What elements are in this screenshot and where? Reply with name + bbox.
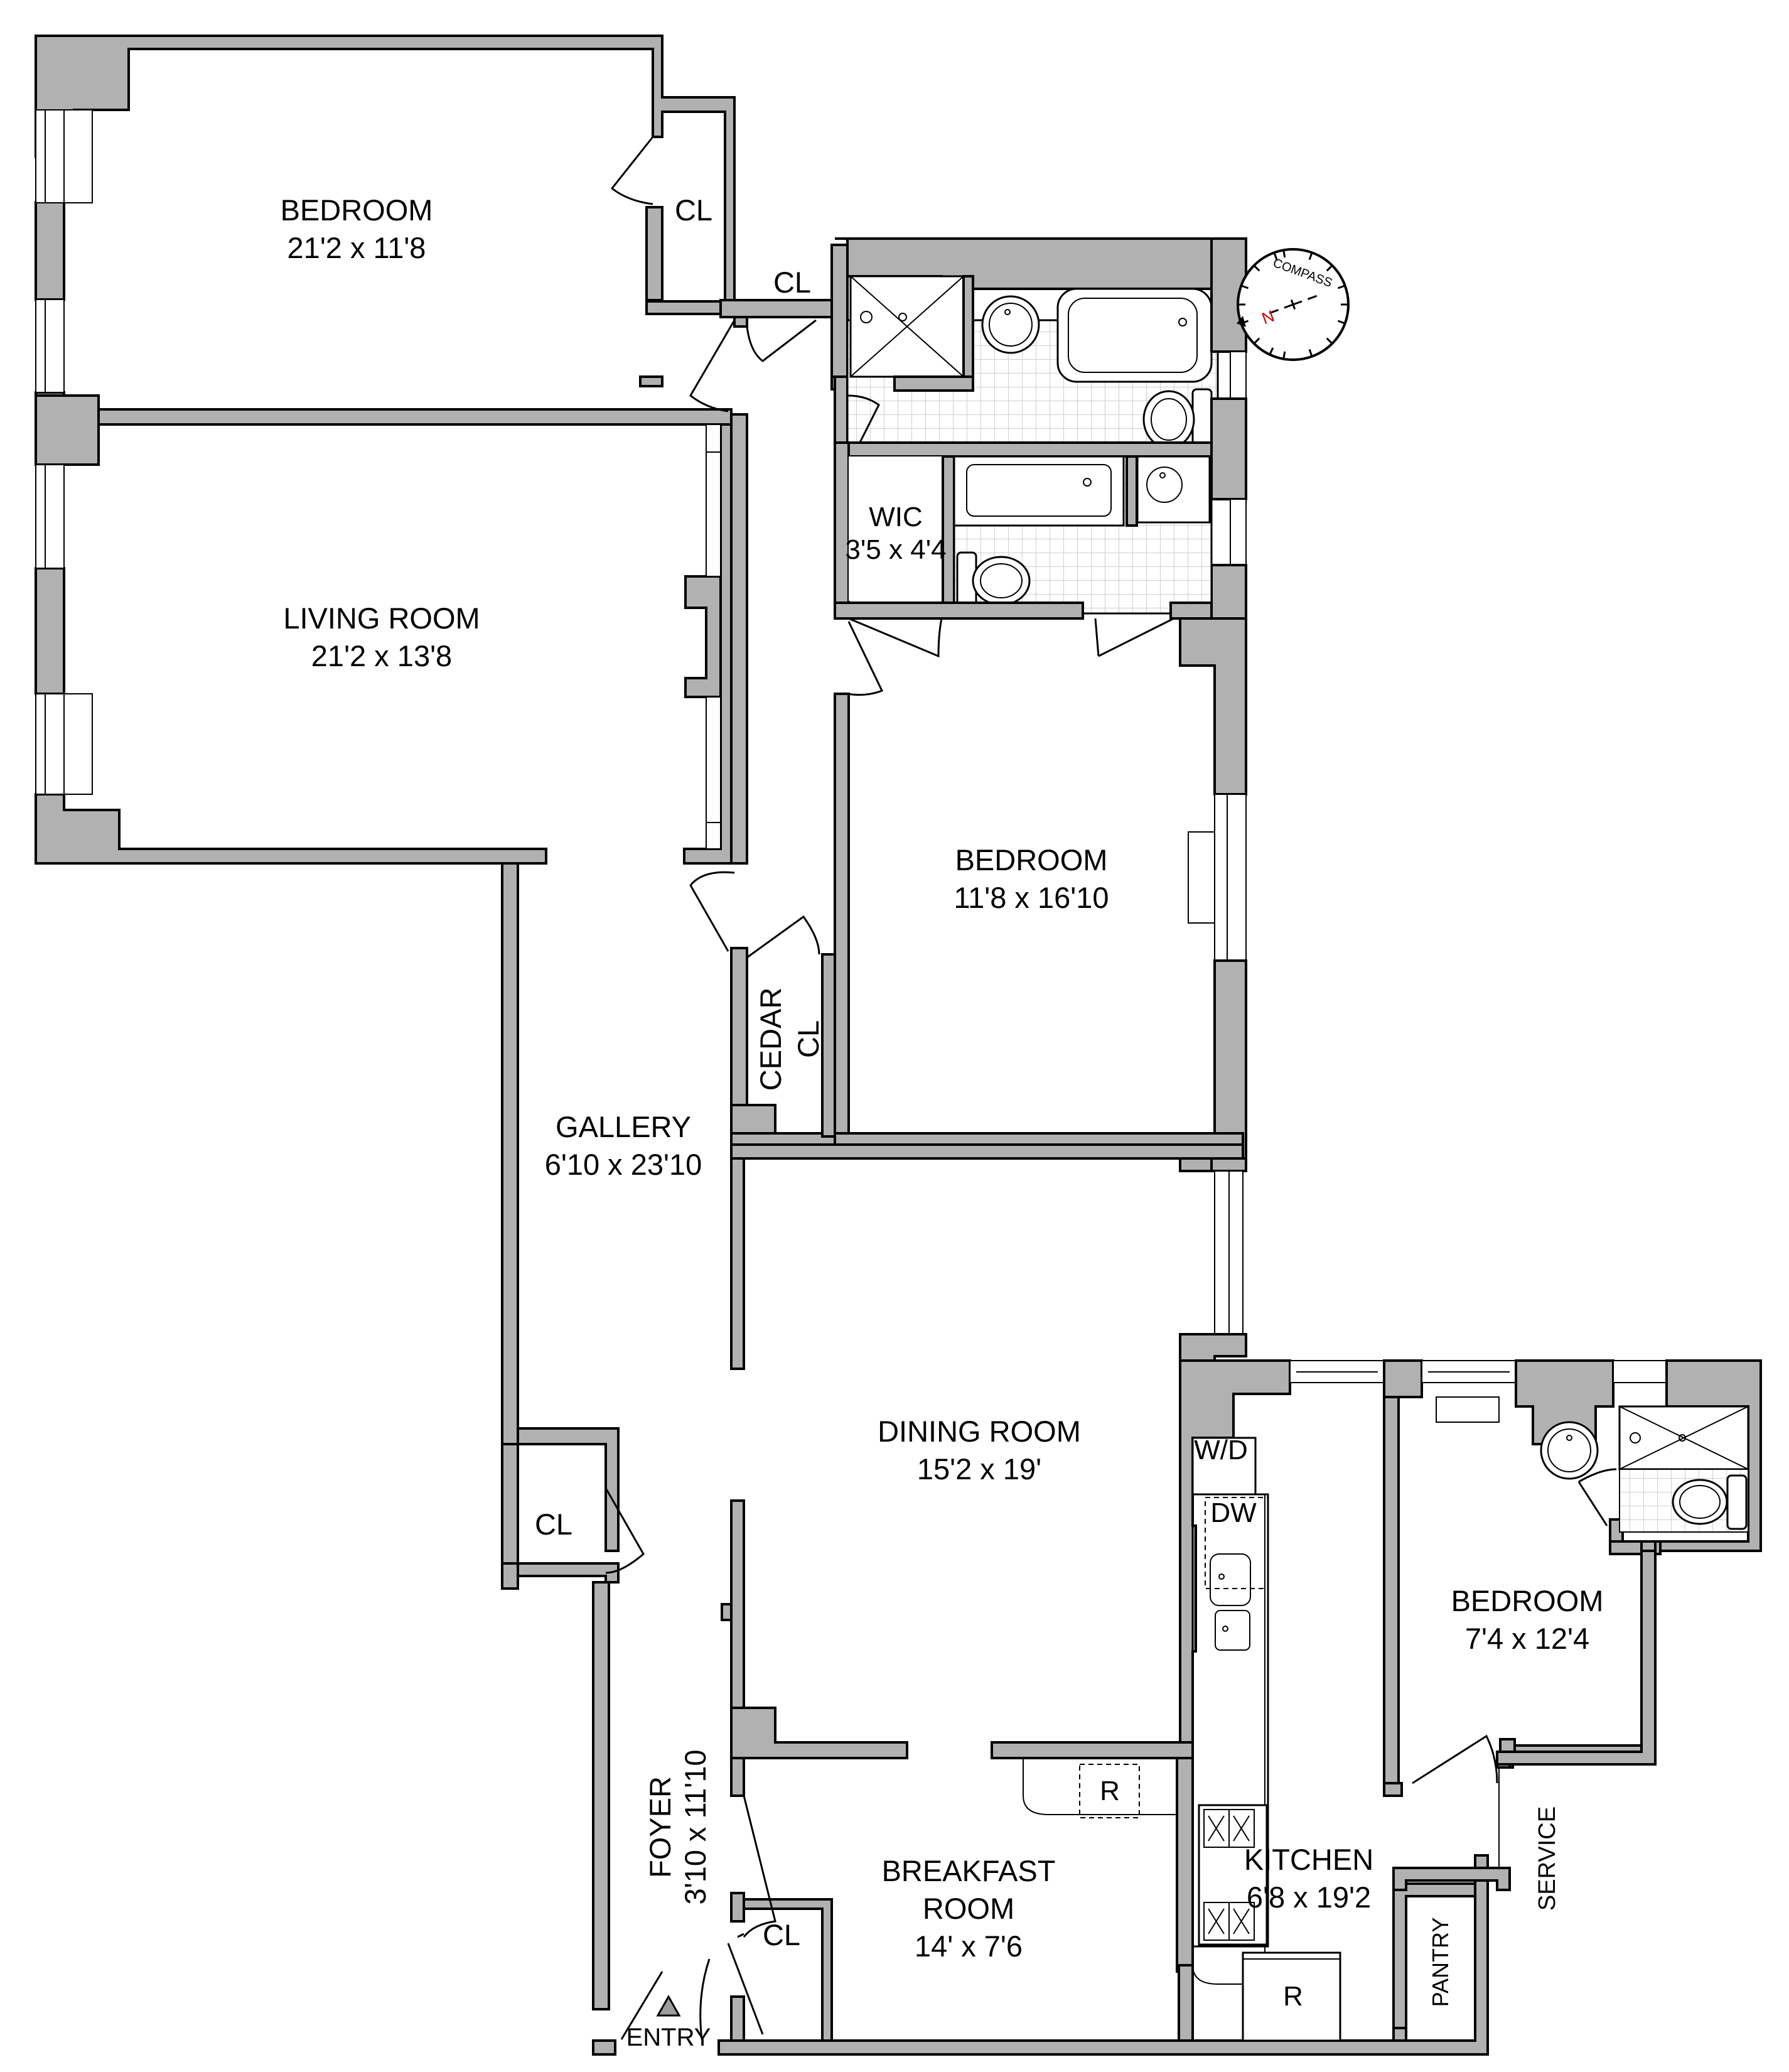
room-label-bedroom-3: BEDROOM 7'4 x 12'4: [1451, 1582, 1604, 1658]
closet-label-gallery: CL: [534, 1508, 573, 1541]
sink-icon: [1540, 1421, 1599, 1480]
room-label-bedroom-2: BEDROOM 11'8 x 16'10: [954, 841, 1109, 917]
service-door: [1496, 1754, 1511, 1868]
dining-north-wall: [730, 1143, 1244, 1160]
lower-bath: [834, 441, 1213, 696]
living-room-door: [689, 871, 735, 952]
room-name: BEDROOM: [280, 193, 433, 227]
living-room-windows: [35, 424, 721, 850]
room-label-bedroom-1: BEDROOM 21'2 x 11'8: [281, 192, 433, 267]
upper-bath: [834, 275, 1219, 465]
stove-icon: [1198, 1804, 1268, 1946]
dining-east-wall: [1179, 1157, 1247, 1392]
bathtub-icon: [953, 455, 1125, 527]
spine-left-wall: [730, 413, 748, 865]
room-name: BEDROOM: [1451, 1584, 1604, 1617]
room-name: FOYER: [643, 1776, 677, 1878]
room-label-kitchen: KITCHEN 6'8 x 19'2: [1244, 1841, 1373, 1916]
toilet-icon: [1672, 1474, 1748, 1530]
bedroom-1-windows: [35, 109, 93, 393]
room-size: 3'5 x 4'4: [845, 534, 947, 565]
fixture-label-refrigerator-2: R: [1283, 1981, 1303, 2012]
room-size: 6'8 x 19'2: [1246, 1880, 1372, 1914]
fixture-label-washer-dryer: W/D: [1194, 1435, 1248, 1465]
room-size: 15'2 x 19': [916, 1452, 1042, 1486]
entry-arrow-icon: [656, 1994, 681, 2017]
room-size: 6'10 x 23'10: [544, 1148, 702, 1181]
closet-label-cedar: CEDAR CL: [754, 987, 825, 1091]
bedroom-2-walls: [834, 617, 1247, 1172]
room-name: WIC: [869, 502, 923, 532]
dining-south-wall: [730, 1707, 908, 1797]
gallery-dining-wall-upper: [730, 1154, 745, 1370]
room-label-dining-room: DINING ROOM 15'2 x 19': [878, 1413, 1081, 1488]
closet-label-pantry: PANTRY: [1427, 1917, 1453, 2007]
room-label-gallery: GALLERY 6'10 x 23'10: [545, 1108, 702, 1184]
closet-label-bedroom-1: CL: [674, 193, 713, 227]
room-size: 11'8 x 16'10: [954, 881, 1109, 914]
refrigerator-icon: [1242, 1951, 1341, 2042]
room-name: BREAKFAST: [881, 1854, 1056, 1887]
room-size: 7'4 x 12'4: [1464, 1622, 1590, 1655]
room-name: DINING ROOM: [878, 1415, 1081, 1448]
room-name: GALLERY: [556, 1110, 691, 1143]
closet-label-hall: CL: [773, 266, 812, 299]
room-name: BEDROOM: [955, 843, 1108, 877]
room-size: 21'2 x 13'8: [311, 639, 453, 672]
kitchen-sink-icon: [1210, 1553, 1251, 1651]
sink-icon: [1136, 455, 1211, 524]
label-entry: ENTRY: [626, 2024, 711, 2051]
room-name: KITCHEN: [1244, 1843, 1374, 1876]
bedroom-living-wall: [35, 408, 733, 458]
pantry: [1392, 1867, 1511, 2042]
bedroom-1-closet-door: [610, 136, 654, 205]
bedroom-3: [1383, 1359, 1762, 1797]
fixture-label-refrigerator-1: R: [1100, 1776, 1120, 1806]
room-name: LIVING ROOM: [283, 602, 480, 635]
bathtub-icon: [1056, 288, 1213, 383]
compass-icon: [1237, 248, 1350, 361]
room-size: 21'2 x 11'8: [287, 231, 426, 264]
room-label-breakfast-room: BREAKFAST ROOM 14' x 7'6: [882, 1852, 1056, 1965]
room-label-wic: WIC 3'5 x 4'4: [845, 501, 946, 566]
breakfast-kitchen-partition: [991, 1741, 1263, 1985]
label-service-entrance: SERVICE: [1534, 1806, 1561, 1911]
room-size: 14' x 7'6: [914, 1929, 1023, 1963]
south-wall: [592, 1854, 1489, 2056]
gallery-walls: [501, 862, 620, 2010]
room-size: 3'10 x 11'10: [679, 1749, 712, 1905]
toilet-icon: [956, 551, 1031, 610]
bedroom-3-east-wall: [1496, 1550, 1657, 1766]
hall-closet: [689, 244, 849, 413]
room-name-line2: ROOM: [922, 1892, 1015, 1925]
room-label-foyer: FOYER 3'10 x 11'10: [643, 1749, 713, 1904]
gallery-closet: [604, 1487, 645, 1574]
closet-label-foyer: CL: [762, 1918, 801, 1951]
room-label-living-room: LIVING ROOM 21'2 x 13'8: [283, 600, 480, 675]
fixture-label-dishwasher: DW: [1210, 1497, 1257, 1528]
sink-icon: [981, 295, 1040, 354]
